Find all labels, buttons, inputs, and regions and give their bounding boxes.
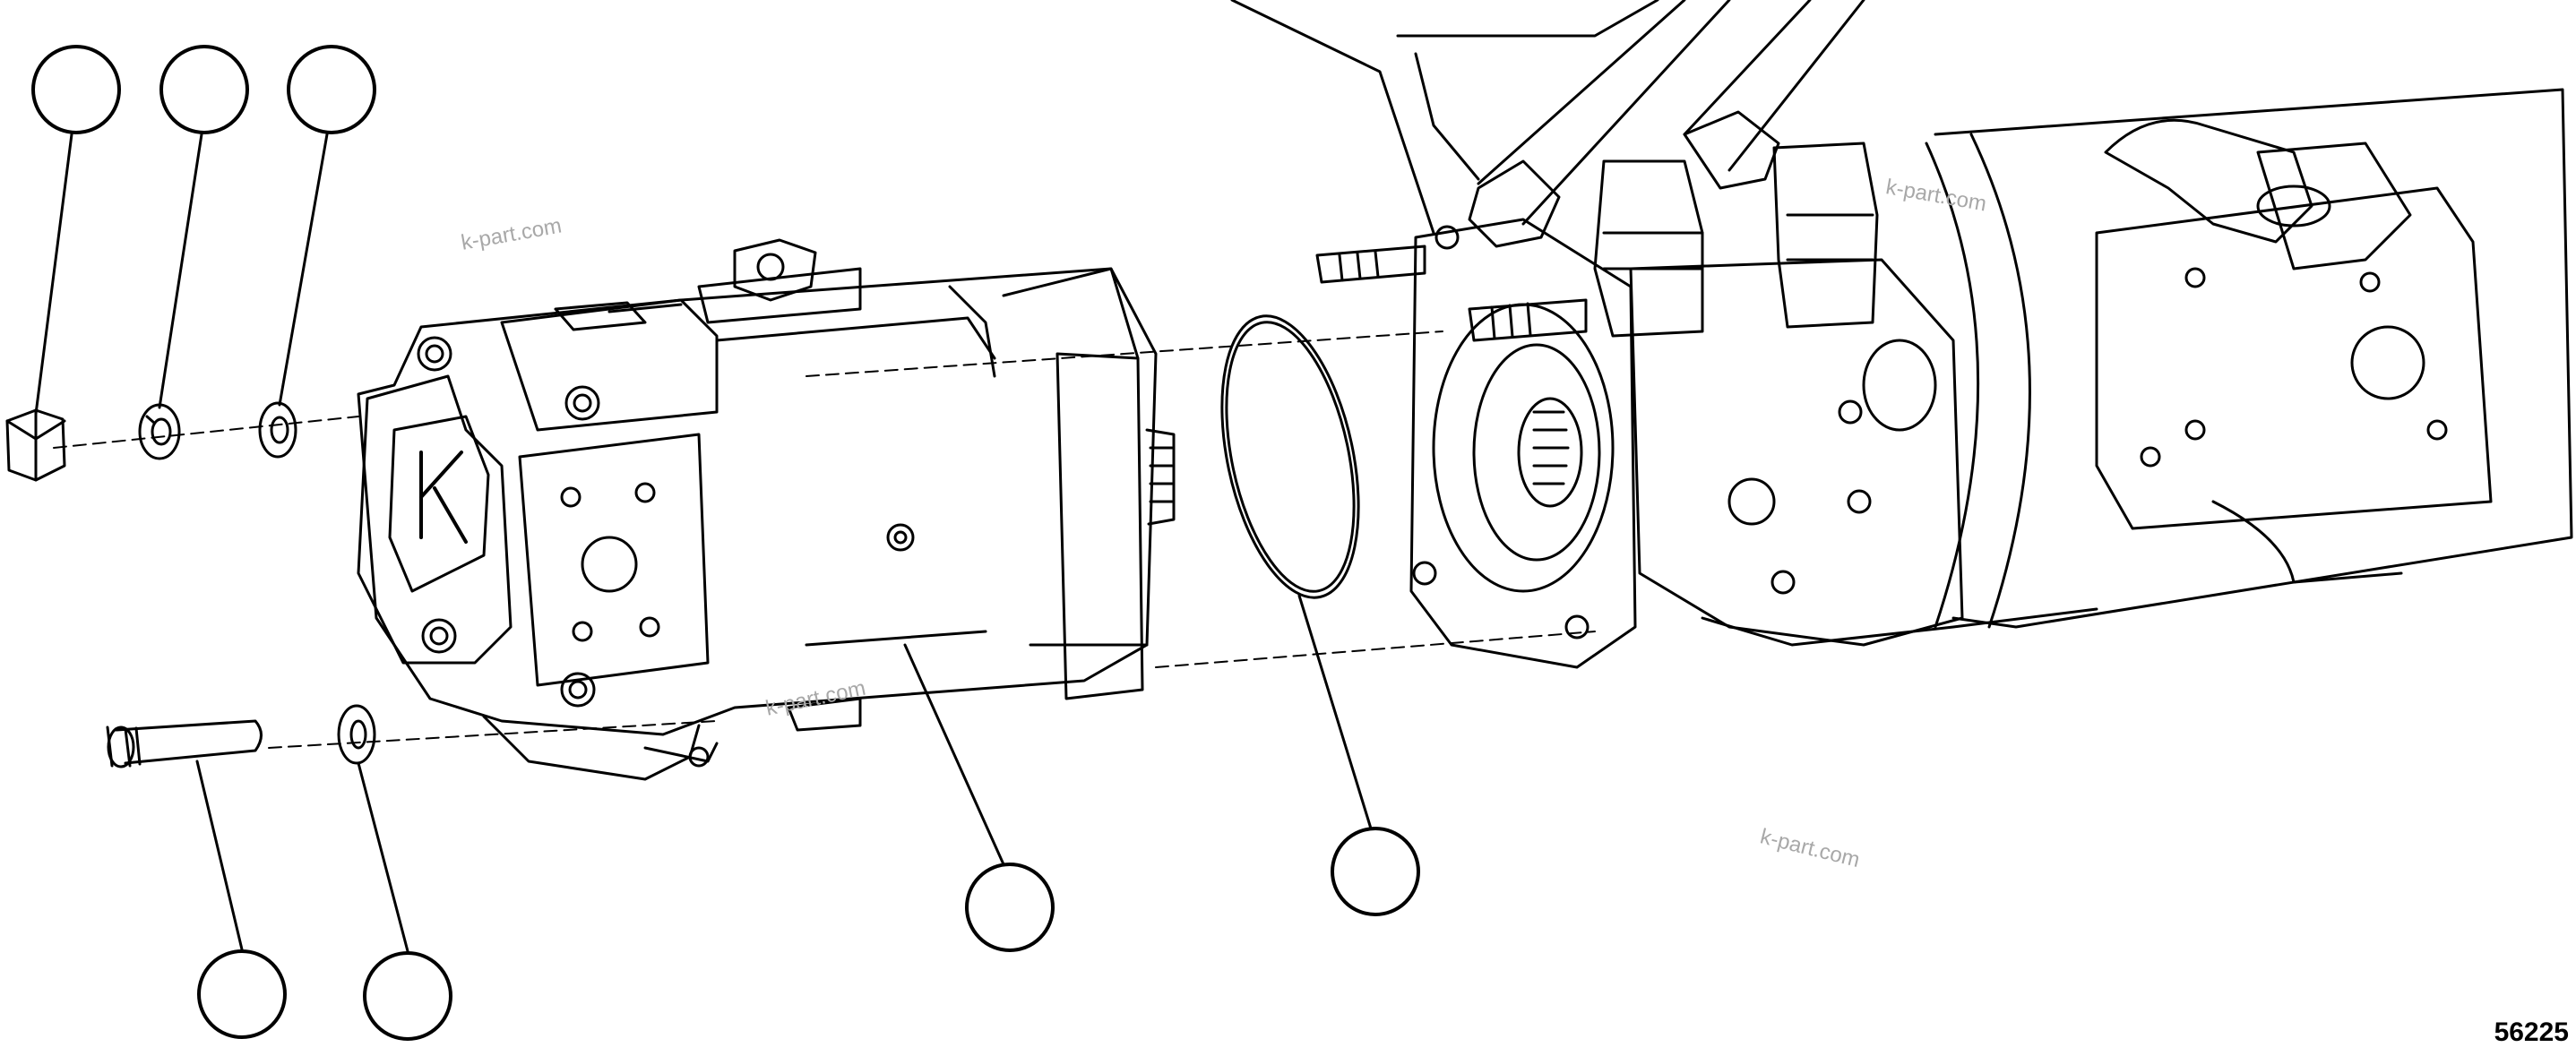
callout-bubble-1 [31, 45, 121, 134]
lock-washer [138, 403, 181, 460]
figure-number: 56225 [2494, 1017, 2569, 1047]
alignment-centerlines [53, 331, 1596, 749]
machine-frame [1230, 0, 2573, 647]
callout-bubble-7 [1331, 827, 1420, 916]
hydraulic-motor [357, 238, 1176, 781]
splined-shaft-bolt [106, 719, 263, 768]
callout-bubble-2 [159, 45, 249, 134]
o-ring [1220, 314, 1360, 599]
flat-washer-upper [258, 401, 297, 459]
callout-bubbles [31, 45, 1420, 1041]
hex-nut [5, 408, 66, 482]
callout-bubble-3 [287, 45, 376, 134]
adapter-flange [1315, 218, 1637, 669]
callout-bubble-5 [363, 951, 452, 1041]
callout-bubble-6 [965, 863, 1055, 952]
leader-lines [34, 133, 1373, 953]
callout-bubble-4 [197, 949, 287, 1039]
flat-washer-lower [337, 704, 376, 765]
